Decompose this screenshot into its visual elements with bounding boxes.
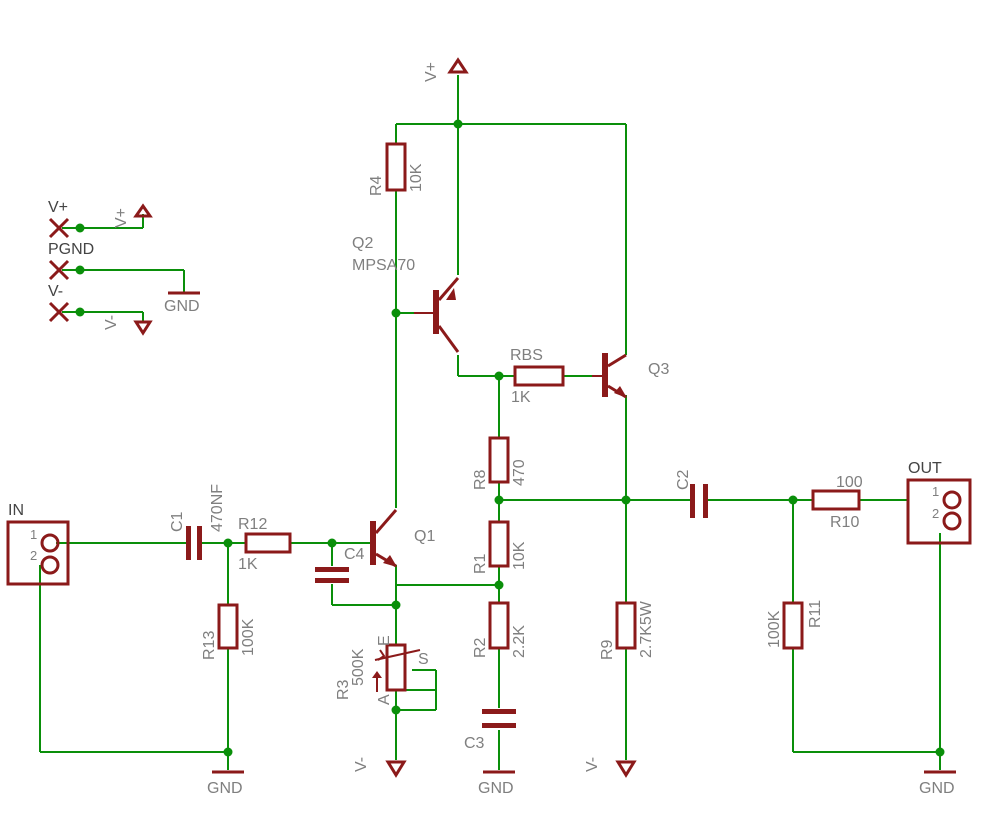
capacitor-c2: C2 bbox=[675, 469, 708, 518]
input-pin-2: 2 bbox=[30, 548, 37, 563]
r3-value: 500K bbox=[350, 648, 367, 686]
r12-name: R12 bbox=[238, 516, 267, 533]
r3-pin-e: E bbox=[376, 635, 393, 646]
r2-value: 2.2K bbox=[511, 625, 528, 658]
vplus-top-label: V+ bbox=[423, 62, 440, 82]
input-pin-1: 1 bbox=[30, 527, 37, 542]
rbs-value: 1K bbox=[511, 389, 531, 406]
r12-value: 1K bbox=[238, 556, 258, 573]
vminus-q1-label: V- bbox=[353, 757, 370, 772]
output-pin-2: 2 bbox=[932, 506, 939, 521]
r1-name: R1 bbox=[472, 553, 489, 574]
r3-pin-a: A bbox=[376, 694, 393, 705]
capacitor-c4: C4 bbox=[315, 546, 365, 583]
r2-name: R2 bbox=[472, 637, 489, 658]
pgnd-ground-symbol: GND bbox=[164, 291, 200, 315]
c4-name: C4 bbox=[344, 546, 365, 563]
junctions bbox=[75, 119, 945, 757]
r13-value: 100K bbox=[240, 618, 257, 656]
input-connector: IN 1 2 bbox=[6, 502, 70, 586]
supply-pin-vminus: V- bbox=[48, 283, 70, 323]
r11-name: R11 bbox=[807, 600, 824, 628]
r3-pin-s: S bbox=[418, 651, 429, 668]
transistor-q3: Q3 bbox=[592, 353, 669, 399]
vminus-left-label: V- bbox=[103, 315, 120, 330]
r13-name: R13 bbox=[201, 631, 218, 660]
vminus-q1-symbol: V- bbox=[353, 757, 407, 778]
r1-value: 10K bbox=[511, 541, 528, 570]
c3-name: C3 bbox=[464, 735, 485, 752]
resistor-r11: 100K R11 bbox=[766, 600, 824, 650]
resistor-r13: R13 100K bbox=[201, 603, 257, 660]
c1-value: 470NF bbox=[209, 484, 226, 532]
resistor-r2: R2 2.2K bbox=[472, 601, 528, 658]
gnd-c3-label: GND bbox=[478, 780, 514, 797]
vplus-top-symbol: V+ bbox=[423, 57, 469, 82]
potentiometer-r3: R3 500K E S A bbox=[335, 635, 429, 705]
gnd-c3-symbol: GND bbox=[478, 770, 515, 797]
gnd-input-label: GND bbox=[207, 780, 243, 797]
capacitor-c1: C1 470NF bbox=[169, 484, 226, 560]
resistor-r1: R1 10K bbox=[472, 520, 528, 574]
r11-value: 100K bbox=[766, 610, 783, 648]
resistor-r9: R9 2.7K5W bbox=[599, 600, 655, 660]
r8-value: 470 bbox=[511, 459, 528, 486]
output-pin-1: 1 bbox=[932, 484, 939, 499]
capacitor-c3: C3 bbox=[464, 709, 516, 752]
rbs-name: RBS bbox=[510, 347, 543, 364]
resistor-r12: R12 1K bbox=[238, 516, 292, 573]
r9-name: R9 bbox=[599, 639, 616, 660]
q3-name: Q3 bbox=[648, 361, 669, 378]
r9-value: 2.7K5W bbox=[638, 600, 655, 658]
c2-name: C2 bbox=[675, 469, 692, 490]
gnd-output-label: GND bbox=[919, 780, 955, 797]
resistor-r4: R4 10K bbox=[368, 142, 425, 196]
vplus-left-label: V+ bbox=[113, 208, 130, 228]
supply-pin-vplus: V+ bbox=[48, 199, 70, 239]
input-connector-label: IN bbox=[8, 502, 24, 519]
supply-pin-pgnd-label: PGND bbox=[48, 241, 94, 258]
transistor-q2: Q2 MPSA70 bbox=[352, 235, 460, 353]
pgnd-ground-label: GND bbox=[164, 298, 200, 315]
q2-name: Q2 bbox=[352, 235, 373, 252]
transistor-q1: Q1 bbox=[370, 509, 435, 568]
output-connector-label: OUT bbox=[908, 460, 942, 477]
vplus-left-symbol: V+ bbox=[113, 203, 153, 228]
r10-name: R10 bbox=[830, 514, 859, 531]
output-connector: OUT 1 2 bbox=[906, 460, 972, 545]
resistor-r8: R8 470 bbox=[472, 436, 528, 490]
r10-value: 100 bbox=[836, 474, 863, 491]
vminus-r9-label: V- bbox=[584, 757, 601, 772]
wires bbox=[39, 75, 941, 770]
q2-value: MPSA70 bbox=[352, 257, 415, 274]
r4-name: R4 bbox=[368, 175, 385, 196]
vminus-left-symbol: V- bbox=[103, 315, 153, 336]
q1-name: Q1 bbox=[414, 528, 435, 545]
gnd-output-symbol: GND bbox=[919, 770, 956, 797]
resistor-r10: 100 R10 bbox=[811, 474, 863, 531]
supply-pin-pgnd: PGND bbox=[48, 241, 94, 281]
supply-pin-vminus-label: V- bbox=[48, 283, 63, 300]
gnd-input-symbol: GND bbox=[207, 770, 244, 797]
vminus-r9-symbol: V- bbox=[584, 757, 637, 778]
resistor-rbs: RBS 1K bbox=[510, 347, 565, 406]
r3-name: R3 bbox=[335, 679, 352, 700]
c1-name: C1 bbox=[169, 511, 186, 532]
r8-name: R8 bbox=[472, 469, 489, 490]
r4-value: 10K bbox=[408, 163, 425, 192]
supply-pin-vplus-label: V+ bbox=[48, 199, 68, 216]
